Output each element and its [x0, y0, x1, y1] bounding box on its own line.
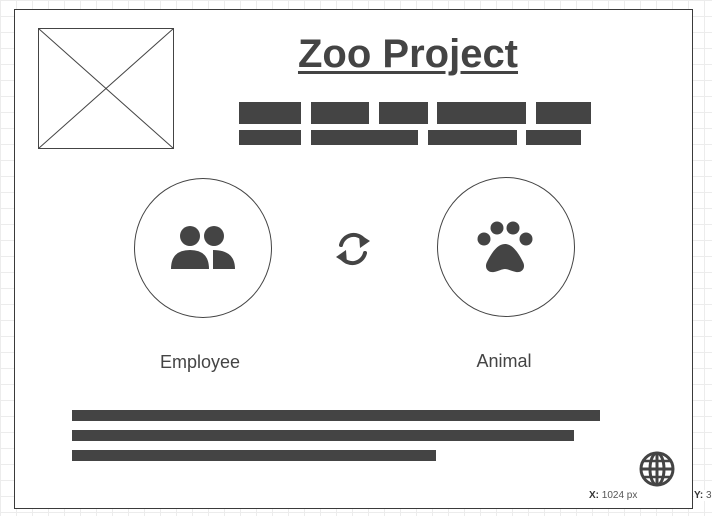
paragraph-placeholder-line[interactable] — [72, 450, 436, 461]
employee-label[interactable]: Employee — [159, 352, 241, 372]
text-placeholder-block[interactable] — [239, 102, 301, 124]
x-key: X: — [589, 490, 599, 501]
animal-circle[interactable] — [437, 177, 575, 317]
y-key: Y: — [694, 490, 704, 501]
paragraph-placeholder-line[interactable] — [72, 410, 600, 421]
animal-label[interactable]: Animal — [476, 351, 532, 371]
text-placeholder-block[interactable] — [536, 102, 591, 124]
image-placeholder[interactable] — [38, 28, 174, 149]
y-value: 3 — [706, 490, 712, 501]
sync-icon[interactable] — [331, 230, 375, 268]
text-placeholder-block[interactable] — [311, 102, 369, 124]
people-icon — [171, 226, 235, 269]
employee-circle[interactable] — [134, 178, 272, 318]
text-placeholder-block[interactable] — [311, 130, 418, 145]
cursor-x-readout: X: 1024 px — [589, 490, 638, 501]
x-value: 1024 px — [601, 490, 638, 501]
text-placeholder-block[interactable] — [526, 130, 581, 145]
text-placeholder-block[interactable] — [428, 130, 517, 145]
paw-icon — [477, 221, 533, 273]
cursor-y-readout: Y: 3 — [694, 490, 712, 501]
globe-icon[interactable] — [638, 450, 676, 488]
text-placeholder-block[interactable] — [379, 102, 428, 124]
page-title[interactable]: Zoo Project — [297, 32, 519, 76]
paragraph-placeholder-line[interactable] — [72, 430, 574, 441]
text-placeholder-block[interactable] — [239, 130, 301, 145]
text-placeholder-block[interactable] — [437, 102, 526, 124]
